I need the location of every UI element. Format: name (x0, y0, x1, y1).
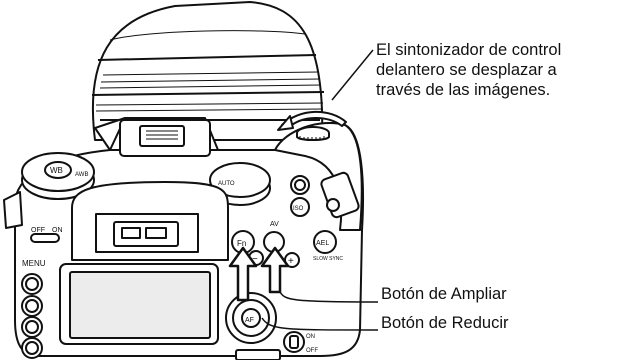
power-switch[interactable]: OFF ON (30, 227, 63, 243)
svg-text:OFF: OFF (306, 348, 318, 354)
auto-label: AUTO (218, 181, 235, 187)
rotation-arrow-icon (281, 110, 347, 129)
controller-pad[interactable]: AF (225, 292, 277, 344)
svg-text:+: + (288, 256, 294, 267)
off-label: OFF (31, 227, 45, 234)
playback-button[interactable] (21, 337, 43, 359)
svg-text:−: − (252, 254, 258, 265)
on-label: ON (52, 227, 63, 234)
menu-label: MENU (22, 259, 46, 268)
af-label: AF (245, 317, 254, 324)
awb-label: AWB (75, 172, 88, 178)
slow-sync-label: SLOW SYNC (313, 256, 343, 262)
front-control-dial[interactable] (296, 126, 330, 141)
lens-barrel (91, 1, 325, 141)
svg-text:ON: ON (306, 334, 315, 340)
menu-button[interactable] (21, 273, 43, 295)
stabilizer-switch[interactable]: ON OFF (283, 331, 318, 354)
zoom-in-callout: Botón de Ampliar (381, 285, 507, 303)
wb-label: WB (50, 166, 63, 175)
ael-button[interactable]: AEL SLOW SYNC (313, 230, 343, 262)
front-dial-callout: El sintonizador de control delantero se … (376, 41, 562, 99)
leader-zoom-out (261, 317, 379, 331)
hand-grip (274, 121, 363, 231)
av-label: AV (270, 221, 279, 228)
zoom-out-callout: Botón de Reducir (381, 314, 509, 332)
leader-front-dial (331, 49, 374, 101)
up-arrow-icon (228, 246, 290, 302)
iso-label: ISO (293, 206, 304, 212)
delete-button[interactable] (21, 316, 43, 338)
fn-label: Fn (237, 239, 246, 248)
display-button[interactable] (21, 295, 43, 317)
ael-label: AEL (316, 240, 329, 247)
leader-zoom-in (279, 291, 379, 303)
lcd-screen (59, 263, 219, 345)
eyecup (71, 181, 229, 261)
left-dial: WB AWB (21, 152, 95, 200)
strap-lug (3, 191, 23, 229)
